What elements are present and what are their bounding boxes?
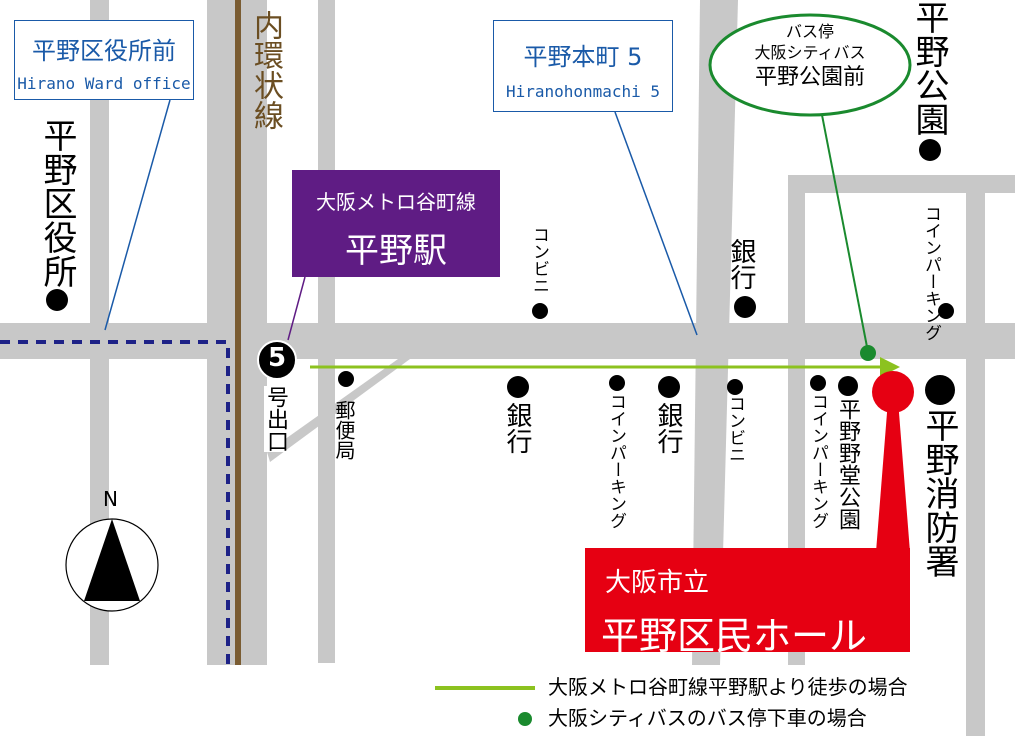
poi-dot bbox=[925, 375, 955, 405]
diagonal-road bbox=[267, 359, 410, 462]
stop-name-jp: 平野本町 5 bbox=[523, 43, 643, 71]
exit-number: 5 bbox=[268, 343, 287, 373]
hall-pin-icon bbox=[872, 371, 914, 413]
poi-dot bbox=[658, 376, 680, 398]
bus-stop-line3: 平野公園前 bbox=[754, 64, 865, 90]
bus-stop-ellipse bbox=[708, 13, 912, 117]
poi-dot bbox=[938, 303, 954, 319]
bank-label: 銀行 bbox=[726, 238, 756, 290]
poi-dot bbox=[727, 379, 743, 395]
conbini-label: コンビニ bbox=[529, 226, 549, 294]
bus-stop-line1: バス停 bbox=[785, 22, 834, 41]
hall-pointer bbox=[876, 400, 910, 552]
legend-bus-label: 大阪シティバスのバス停下車の場合 bbox=[548, 706, 867, 730]
hall-box: 大阪市立 平野区民ホール bbox=[585, 548, 910, 658]
road bbox=[966, 175, 985, 736]
ward-boundary-dashed bbox=[0, 340, 230, 665]
bus-stop-label: バス停 大阪シティバス 平野公園前 bbox=[710, 22, 910, 92]
station-box: 大阪メトロ谷町線 平野駅 bbox=[292, 170, 500, 277]
poi-dot bbox=[532, 303, 548, 319]
ring-road-line bbox=[235, 0, 241, 665]
post-office-label: 郵便局 bbox=[332, 400, 356, 460]
road bbox=[692, 0, 738, 665]
hall-name-line1: 大阪市立 bbox=[605, 568, 710, 598]
poi-dot bbox=[919, 139, 941, 161]
coin-parking-text: コインパーキング bbox=[921, 205, 941, 341]
legend-walk-label: 大阪メトロ谷町線平野駅より徒歩の場合 bbox=[548, 675, 908, 699]
park-label: 平野野堂公園 bbox=[835, 398, 860, 530]
poi-dot bbox=[609, 375, 625, 391]
bus-leader-line bbox=[821, 114, 869, 353]
ward-office-label: 平野区役所 bbox=[37, 118, 77, 288]
exit-label: 号出口 bbox=[263, 386, 288, 452]
compass-icon bbox=[65, 518, 159, 612]
coin-parking-label: コインパーキング bbox=[921, 205, 941, 341]
walk-arrow-icon bbox=[880, 357, 900, 377]
ring-road-label: 内環状線 bbox=[248, 10, 283, 130]
poi-dots bbox=[46, 139, 955, 405]
stop-name-en: Hiranohonmachi 5 bbox=[505, 82, 661, 101]
bus-stop-box-ward-office: 平野区役所前 Hirano Ward office bbox=[14, 20, 194, 100]
conbini-label: コンビニ bbox=[725, 395, 745, 463]
poi-dot bbox=[734, 296, 756, 318]
exit-5-icon bbox=[257, 340, 297, 380]
leader-line bbox=[614, 111, 698, 336]
road bbox=[788, 175, 1015, 193]
road bbox=[788, 175, 805, 665]
bus-stop-dot bbox=[860, 345, 876, 361]
poi-dot bbox=[46, 289, 68, 311]
bank-label: 銀行 bbox=[653, 402, 683, 454]
north-label: N bbox=[103, 487, 118, 511]
road-left bbox=[90, 0, 109, 665]
metro-leader-line bbox=[287, 276, 306, 341]
leader-line bbox=[104, 99, 171, 331]
poi-dot bbox=[507, 376, 529, 398]
stop-name-en: Hirano Ward office bbox=[17, 74, 191, 93]
poi-dot bbox=[338, 371, 354, 387]
road bbox=[318, 0, 335, 663]
poi-dot bbox=[838, 376, 858, 396]
station-name: 平野駅 bbox=[345, 231, 447, 271]
poi-dot bbox=[810, 375, 826, 391]
fire-station-label: 平野消防署 bbox=[919, 408, 959, 578]
bus-stop-line2: 大阪シティバス bbox=[754, 42, 866, 62]
hall-name-line2: 平野区民ホール bbox=[601, 614, 868, 658]
bank-label: 銀行 bbox=[502, 402, 532, 454]
legend-bus-dot bbox=[518, 712, 532, 726]
hirano-park-label: 平野公園 bbox=[909, 0, 949, 136]
coin-parking-label: コインパーキング bbox=[808, 393, 828, 529]
stop-name-jp: 平野区役所前 bbox=[32, 37, 176, 65]
coin-parking-label: コインパーキング bbox=[606, 393, 626, 529]
bus-stop-box-hiranohonmachi: 平野本町 5 Hiranohonmachi 5 bbox=[493, 20, 673, 112]
metro-line-label: 大阪メトロ谷町線 bbox=[316, 190, 476, 214]
